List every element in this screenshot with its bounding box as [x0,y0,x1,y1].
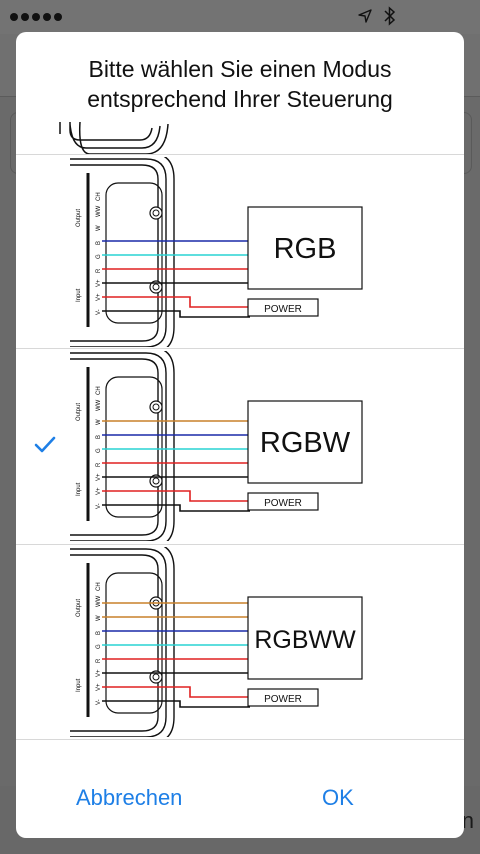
power-box [247,688,319,707]
bluetooth-icon [384,6,396,26]
pin-label: WW [96,205,102,217]
pin-label: CH [96,386,102,395]
pin-label: V+ [96,473,102,481]
signal-strength-icon [10,13,62,21]
controller-housing [70,554,159,732]
list-divider [16,739,464,740]
cancel-button[interactable]: Abbrechen [76,785,183,810]
screw-icon [149,206,163,220]
dialog-title: Bitte wählen Sie einen Modus entsprechen… [16,54,464,114]
pin-label: G [96,254,102,259]
output-group-label: Output [76,403,82,421]
screw-icon [152,403,160,411]
pin-label: W [96,615,102,621]
input-group-label: Input [76,288,82,302]
input-group-label: Input [76,482,82,496]
pin-label: V- [96,699,102,705]
input-group-label: Input [76,678,82,692]
pin-label: V+ [96,669,102,677]
screw-icon [149,280,163,294]
pin-label: V+ [96,487,102,495]
pin-label: G [96,448,102,453]
output-group-label: Output [76,209,82,227]
ok-button[interactable]: OK [322,785,354,810]
screw-icon [152,673,160,681]
pin-label: V- [96,503,102,509]
power-wire-negative [102,310,250,318]
mode-label: RGBW [260,427,351,459]
dialog-title-line-2: entsprechend Ihrer Steuerung [87,86,393,112]
checkmark-icon [34,436,56,453]
controller-housing [70,164,159,342]
dialog-title-line-1: Bitte wählen Sie einen Modus [88,56,392,82]
led-strip-box [247,400,363,484]
pin-label: WW [96,595,102,607]
controller-housing [70,352,167,541]
screw-icon [149,670,163,684]
controller-housing [70,548,167,737]
power-wire-negative [102,504,250,512]
pin-label: CH [96,582,102,591]
pin-label: B [96,241,102,245]
pin-label: V+ [96,293,102,301]
screw-icon [152,477,160,485]
pin-label: R [96,268,102,273]
power-wire-negative [102,700,250,708]
power-wire-positive [102,296,250,308]
screw-icon [152,209,160,217]
mode-selection-dialog: Bitte wählen Sie einen Modus entsprechen… [16,32,464,838]
output-group-label: Output [76,599,82,617]
led-strip-box [247,206,363,290]
controller-housing [163,157,175,347]
pin-label: V- [96,309,102,315]
controller-housing [70,158,167,347]
terminal-block [105,572,163,714]
pin-label: B [96,435,102,439]
screw-icon [152,283,160,291]
pin-label: B [96,631,102,635]
terminal-block [105,182,163,324]
pin-label: R [96,462,102,467]
controller-housing [163,351,175,541]
wiring-diagram-remnant [59,122,169,154]
led-strip-box [247,596,363,680]
dialog-buttons: Abbrechen OK [16,770,464,838]
pin-label: W [96,419,102,425]
controller-housing [70,358,159,536]
power-wire-positive [102,686,250,698]
screw-icon [149,400,163,414]
power-box [247,492,319,511]
pin-label: V+ [96,279,102,287]
power-label: POWER [264,304,302,315]
mode-label: RGBWW [254,626,356,654]
pin-label: W [96,225,102,231]
background-text: n [461,808,474,833]
power-wire-positive [102,490,250,502]
terminal-block [105,376,163,518]
mode-label: RGB [274,233,337,265]
pin-label: R [96,658,102,663]
screw-icon [149,474,163,488]
power-label: POWER [264,498,302,509]
location-arrow-icon [358,9,372,23]
pin-label: WW [96,399,102,411]
power-label: POWER [264,694,302,705]
controller-housing [163,547,175,737]
status-bar [0,0,480,34]
pin-label: G [96,644,102,649]
power-box [247,298,319,317]
pin-label: CH [96,192,102,201]
pin-label: V+ [96,683,102,691]
